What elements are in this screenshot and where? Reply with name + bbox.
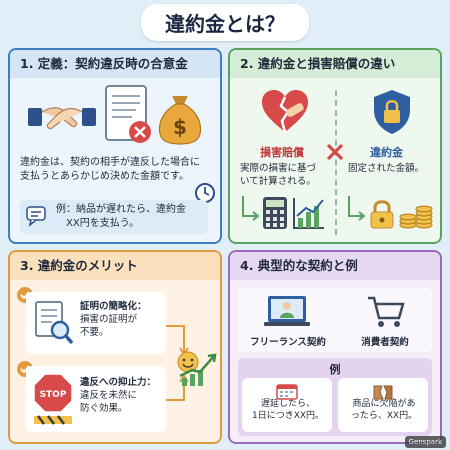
definition-text: 違約金は、契約の相手が違反した場合に 支払うとあらかじめ決めた金額です。	[20, 156, 220, 184]
example-label: 例	[329, 363, 341, 376]
panel-difference-heading: 2. 違約金と損害賠償の違い	[230, 50, 440, 78]
panel-definition: 1. 定義：契約違反時の合意金 $ 違約金は、契約の相手が違反した場合に 支払う…	[8, 48, 222, 244]
consumer-example-text: 商品に欠陥があ ったら、XX円。	[342, 398, 426, 422]
broken-heart-icon	[262, 90, 308, 133]
coins-icon	[399, 205, 433, 229]
definition-example-box: 例：納品が遅れたら、違約金 XX円を支払う。	[20, 200, 208, 234]
merit-1-line-2: 損害の証明が	[80, 314, 138, 325]
divider	[335, 90, 337, 235]
consumer-label: 消費者契約	[361, 337, 409, 348]
padlock-icon	[370, 200, 394, 229]
consumer-example-card: 商品に欠陥があ ったら、XX円。	[338, 378, 428, 432]
arrow-icon	[242, 196, 260, 221]
magnifier-document-icon	[35, 301, 74, 345]
freelancer-icon	[264, 296, 310, 326]
damages-desc-line-1: 実際の損害に基づ	[240, 163, 317, 174]
example-line-1: 例：納品が遅れたら、違約金	[56, 204, 186, 215]
freelance-example-text: 遅延したら、 1日につきXX円。	[246, 398, 330, 422]
contract-types-card: フリーランス契約 消費者契約	[238, 288, 432, 352]
handshake-icon	[28, 107, 96, 130]
speech-bubble-icon	[26, 206, 46, 227]
panel-merits: 3. 違約金のメリット 証明の簡略化： 損害の証明が 不要。 STOP	[8, 250, 222, 444]
penalty-desc: 固定された金額。	[348, 163, 425, 174]
penalty-label: 違約金	[370, 146, 403, 159]
svg-text:$: $	[173, 115, 187, 139]
shield-lock-icon	[374, 90, 410, 134]
footer-badge: Genspark	[404, 436, 446, 448]
arrow-icon	[348, 196, 366, 221]
merit-1-line-1: 証明の簡略化：	[80, 301, 147, 312]
definition-line-2: 支払うとあらかじめ決めた金額です。	[20, 171, 189, 182]
merit-2-line-1: 違反への抑止力：	[80, 377, 157, 388]
svg-text:STOP: STOP	[40, 390, 67, 400]
merit-2-line-2: 違反を未然に	[80, 390, 138, 401]
merit-1-line-3: 不要。	[80, 327, 109, 338]
title-area: 違約金とは？	[0, 0, 450, 44]
panel-examples: 4. 典型的な契約と例 フリーランス契約 消費者契約 例 遅延したら、 1日につ…	[228, 250, 442, 444]
damages-desc: 実際の損害に基づ いて計算される。	[240, 162, 332, 188]
freelance-label: フリーランス契約	[250, 337, 326, 348]
shopping-cart-icon	[368, 296, 405, 327]
consumer-example-line-2: ったら、XX円。	[350, 411, 418, 421]
page-title: 違約金とは？	[141, 4, 309, 41]
definition-line-1: 違約金は、契約の相手が違反した場合に	[20, 157, 200, 168]
consumer-example-line-1: 商品に欠陥があ	[352, 399, 416, 409]
panel-examples-heading: 4. 典型的な契約と例	[230, 252, 440, 280]
freelance-example-line-1: 遅延したら、	[260, 399, 315, 409]
merit-card-2: STOP 違反への抑止力： 違反を未然に 防ぐ効果。	[26, 366, 166, 432]
panel-merits-heading: 3. 違約金のメリット	[10, 252, 220, 280]
example-line-2: XX円を支払う。	[66, 218, 140, 229]
smile-chart-icon	[177, 351, 217, 386]
calculator-icon	[263, 197, 287, 229]
damages-label: 損害賠償	[260, 146, 304, 159]
definition-example-text: 例：納品が遅れたら、違約金 XX円を支払う。	[56, 203, 206, 231]
freelance-example-line-2: 1日につきXX円。	[251, 411, 325, 421]
damages-desc-line-2: いて計算される。	[240, 176, 316, 187]
calendar-icon	[276, 384, 298, 400]
merit-2-text: 違反への抑止力： 違反を未然に 防ぐ効果。	[80, 376, 164, 415]
panel-difference: 2. 違約金と損害賠償の違い 損害賠償 違約金 実際の損害に基づ いて計算される…	[228, 48, 442, 244]
merit-card-1: 証明の簡略化： 損害の証明が 不要。	[26, 292, 166, 354]
money-bag-icon: $	[158, 96, 202, 145]
panel-definition-heading: 1. 定義：契約違反時の合意金	[10, 50, 220, 78]
stop-sign-icon: STOP	[33, 373, 73, 425]
merit-2-line-3: 防ぐ効果。	[80, 403, 128, 414]
contract-icon	[105, 85, 151, 143]
broken-box-icon	[373, 385, 393, 400]
cross-icon	[326, 143, 344, 161]
example-area: 例 遅延したら、 1日につきXX円。 商品に欠陥があ ったら、XX円。	[238, 358, 432, 436]
chart-icon	[293, 198, 324, 229]
merit-1-text: 証明の簡略化： 損害の証明が 不要。	[80, 300, 164, 339]
